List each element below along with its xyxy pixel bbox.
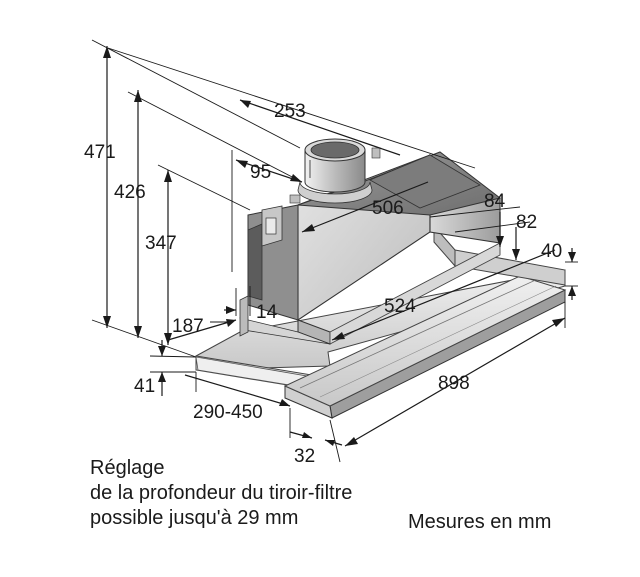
units-note: Mesures en mm bbox=[408, 511, 552, 533]
dimension-lines bbox=[91, 39, 578, 463]
dimension-41: 41 bbox=[134, 376, 155, 397]
dimension-84: 84 bbox=[484, 191, 506, 212]
drawer-adjustment-caption: Réglage de la profondeur du tiroir-filtr… bbox=[90, 456, 352, 531]
dimension-32: 32 bbox=[294, 446, 315, 467]
dimension-290-450: 290-450 bbox=[193, 402, 263, 423]
hood-illustration bbox=[195, 138, 567, 419]
dimension-506: 506 bbox=[372, 198, 404, 219]
caption-line-2: de la profondeur du tiroir-filtre bbox=[90, 482, 353, 504]
dimension-82: 82 bbox=[516, 212, 537, 233]
dimension-471: 471 bbox=[84, 142, 116, 163]
dimension-14: 14 bbox=[256, 302, 278, 323]
dimension-898: 898 bbox=[438, 373, 470, 394]
dimension-187: 187 bbox=[172, 316, 204, 337]
dimension-347: 347 bbox=[145, 233, 177, 254]
dimension-426: 426 bbox=[114, 182, 146, 203]
caption-line-3: possible jusqu'à 29 mm bbox=[90, 507, 299, 529]
dimension-95: 95 bbox=[250, 162, 271, 183]
dimension-253: 253 bbox=[274, 101, 306, 122]
dimension-40: 40 bbox=[541, 241, 562, 262]
caption-line-1: Réglage bbox=[90, 457, 165, 479]
dimension-labels: 471 426 347 253 95 506 84 82 40 14 524 1… bbox=[84, 101, 562, 467]
dimension-524: 524 bbox=[384, 296, 416, 317]
